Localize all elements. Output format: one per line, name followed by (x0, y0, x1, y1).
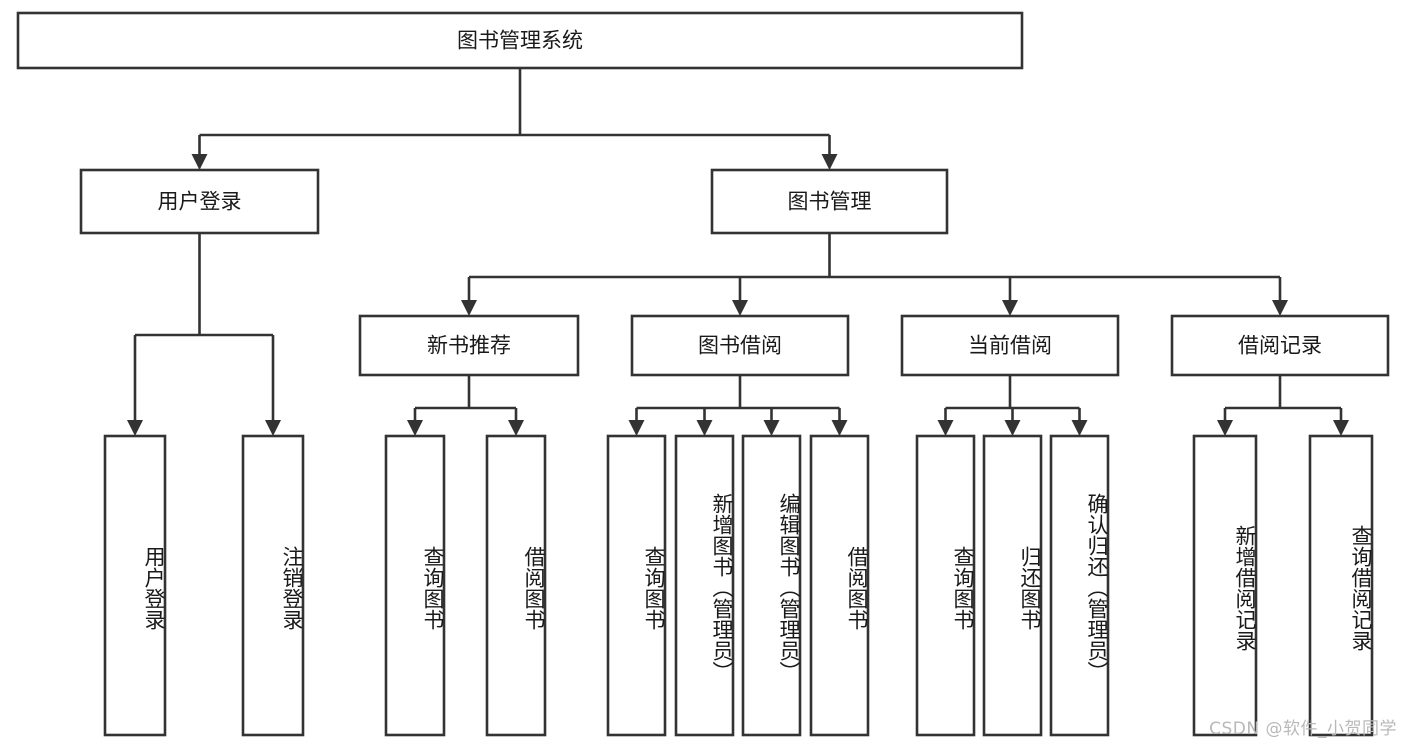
node-box-leaf-edit-book[interactable] (741, 434, 802, 737)
node-label-book-manage: 图书管理 (788, 190, 872, 214)
node-box-leaf-add-record[interactable] (1192, 434, 1258, 737)
arrow-head-leaf-query-book-1 (407, 420, 423, 436)
arrow-head-leaf-return-book (1004, 420, 1021, 436)
node-label-new-book-recommend: 新书推荐 (427, 334, 511, 358)
node-box-leaf-borrow-book-1[interactable] (485, 434, 547, 737)
node-box-book-borrow[interactable] (630, 314, 850, 377)
node-boxes-layer (16, 11, 1390, 737)
node-label-root: 图书管理系统 (457, 29, 583, 53)
connector-edges-layer (127, 68, 1349, 436)
node-box-leaf-query-book-2[interactable] (606, 434, 667, 737)
node-box-leaf-add-book[interactable] (674, 434, 735, 737)
arrow-head-leaf-add-book (696, 420, 713, 436)
arrow-head-book-manage (821, 154, 838, 170)
node-label-borrow-record: 借阅记录 (1238, 334, 1322, 358)
node-box-leaf-query-book-3[interactable] (915, 434, 976, 737)
arrow-head-book-borrow (732, 300, 748, 316)
arrow-head-borrow-record (1272, 300, 1288, 316)
node-box-borrow-record[interactable] (1170, 314, 1390, 377)
node-box-leaf-logout[interactable] (241, 434, 305, 737)
node-box-leaf-query-book-1[interactable] (384, 434, 446, 737)
arrow-head-leaf-edit-book (763, 420, 780, 436)
node-box-leaf-borrow-book-2[interactable] (809, 434, 870, 737)
node-label-current-borrow: 当前借阅 (968, 334, 1052, 358)
arrow-head-user-login (191, 154, 208, 170)
arrow-head-leaf-logout (265, 420, 281, 436)
arrow-head-current-borrow (1002, 300, 1018, 316)
node-box-book-manage[interactable] (710, 168, 949, 235)
node-box-user-login[interactable] (79, 168, 320, 235)
arrow-head-leaf-borrow-book-2 (831, 420, 848, 436)
node-box-leaf-confirm-return[interactable] (1049, 434, 1110, 737)
arrow-head-leaf-query-record (1333, 420, 1349, 436)
watermark-text: CSDN @软件_小贺同学 (1209, 719, 1397, 739)
node-box-leaf-query-record[interactable] (1308, 434, 1374, 737)
arrow-head-leaf-confirm-return (1071, 420, 1088, 436)
arrow-head-new-book-recommend (461, 300, 477, 316)
node-box-leaf-user-login[interactable] (103, 434, 167, 737)
arrow-head-leaf-query-book-2 (628, 420, 645, 436)
node-box-new-book-recommend[interactable] (358, 314, 580, 377)
node-box-current-borrow[interactable] (900, 314, 1120, 377)
arrow-head-leaf-add-record (1217, 420, 1233, 436)
node-box-leaf-return-book[interactable] (982, 434, 1043, 737)
arrow-head-leaf-query-book-3 (937, 420, 954, 436)
node-box-root[interactable] (16, 11, 1024, 70)
arrow-head-leaf-user-login (127, 420, 143, 436)
arrow-head-leaf-borrow-book-1 (508, 420, 524, 436)
node-label-book-borrow: 图书借阅 (698, 334, 782, 358)
node-label-user-login: 用户登录 (158, 190, 242, 214)
